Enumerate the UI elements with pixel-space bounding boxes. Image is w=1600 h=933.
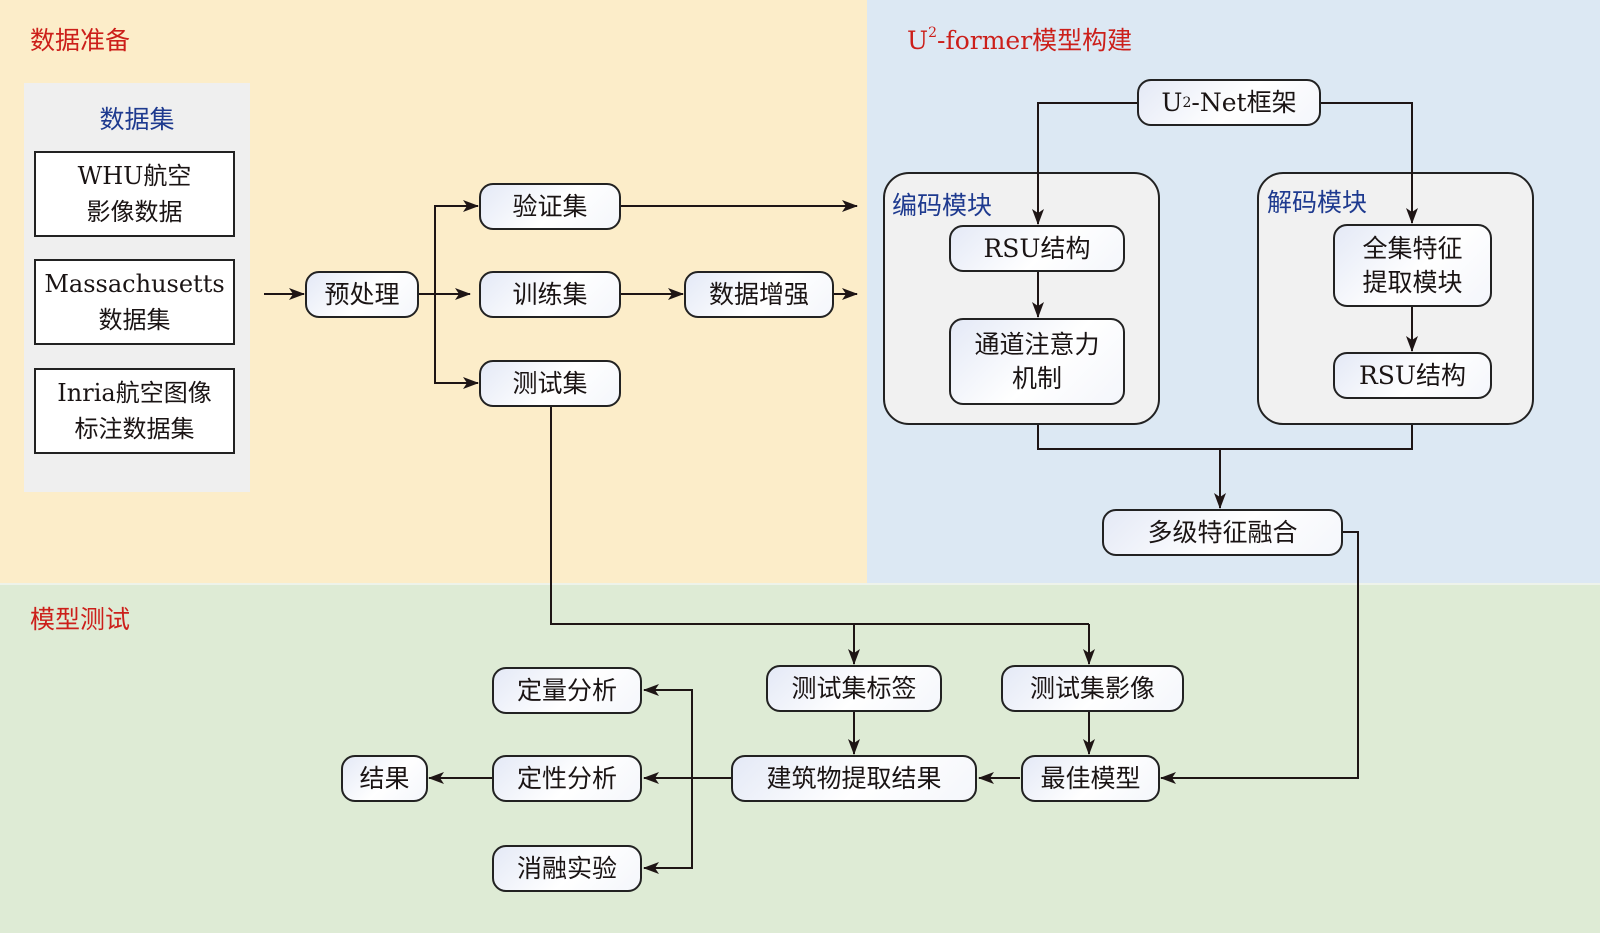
encoder-module-title: 编码模块 — [892, 191, 993, 220]
channel-attention-line2: 机制 — [1011, 363, 1062, 393]
result-node[interactable]: 结果 — [341, 755, 428, 802]
arrow-preprocess-to-validation — [419, 200, 479, 295]
dataset-inria[interactable]: Inria航空图像标注数据集 — [34, 368, 235, 454]
arrow-preprocess-to-test — [434, 294, 479, 389]
arrow-unet-to-encoder — [1032, 102, 1137, 225]
dataset-inria-line1: Inria航空图像 — [57, 379, 212, 407]
title-prefix: U — [907, 26, 929, 55]
encoder-rsu-node[interactable]: RSU结构 — [949, 225, 1125, 272]
decoder-rsu-node[interactable]: RSU结构 — [1333, 352, 1492, 399]
dataset-massachusetts-line2: 数据集 — [98, 306, 171, 334]
channel-attention-line1: 通道注意力 — [974, 329, 1100, 359]
validation-set-node[interactable]: 验证集 — [479, 183, 621, 230]
extraction-result-node[interactable]: 建筑物提取结果 — [731, 755, 977, 802]
training-set-node[interactable]: 训练集 — [479, 271, 621, 318]
test-labels-node[interactable]: 测试集标签 — [766, 665, 942, 712]
unet-suffix: -Net框架 — [1191, 87, 1297, 117]
decoder-module-title: 解码模块 — [1267, 188, 1368, 217]
dataset-whu[interactable]: WHU航空影像数据 — [34, 151, 235, 237]
model-testing-title: 模型测试 — [30, 605, 131, 634]
arrow-branch-to-ablation — [643, 778, 693, 874]
arrow-unet-to-decoder — [1321, 102, 1418, 224]
fullset-feature-line2: 提取模块 — [1362, 267, 1463, 297]
fullset-feature-line1: 全集特征 — [1362, 233, 1463, 263]
qualitative-analysis-node[interactable]: 定性分析 — [492, 755, 642, 802]
channel-attention-node[interactable]: 通道注意力机制 — [949, 318, 1125, 405]
unet-superscript: 2 — [1182, 94, 1192, 111]
dataset-whu-line2: 影像数据 — [86, 198, 183, 226]
fullset-feature-node[interactable]: 全集特征提取模块 — [1333, 224, 1492, 307]
line-encoder-to-merge — [1037, 425, 1413, 450]
preprocess-node[interactable]: 预处理 — [305, 271, 419, 318]
test-images-node[interactable]: 测试集影像 — [1001, 665, 1184, 712]
title-superscript: 2 — [928, 25, 937, 41]
dataset-whu-line1: WHU航空 — [77, 162, 192, 190]
data-preparation-title: 数据准备 — [30, 26, 131, 55]
quantitative-analysis-node[interactable]: 定量分析 — [492, 667, 642, 714]
arrow-branch-to-quantitative — [643, 684, 693, 778]
title-suffix: -former模型构建 — [937, 26, 1133, 55]
best-model-node[interactable]: 最佳模型 — [1021, 755, 1160, 802]
line-test-set-down — [550, 407, 1089, 625]
dataset-inria-line2: 标注数据集 — [74, 415, 195, 443]
multilevel-fusion-node[interactable]: 多级特征融合 — [1102, 509, 1343, 556]
test-set-node[interactable]: 测试集 — [479, 360, 621, 407]
dataset-panel-title: 数据集 — [99, 105, 175, 134]
ablation-experiment-node[interactable]: 消融实验 — [492, 845, 642, 892]
arrow-fusion-to-best-model — [1160, 531, 1359, 784]
unet-prefix: U — [1161, 87, 1183, 117]
dataset-massachusetts-line1: Massachusetts — [44, 270, 225, 298]
dataset-massachusetts[interactable]: Massachusetts 数据集 — [34, 259, 235, 345]
model-construction-title: U2-former模型构建 — [907, 26, 1132, 56]
data-augmentation-node[interactable]: 数据增强 — [684, 271, 834, 318]
